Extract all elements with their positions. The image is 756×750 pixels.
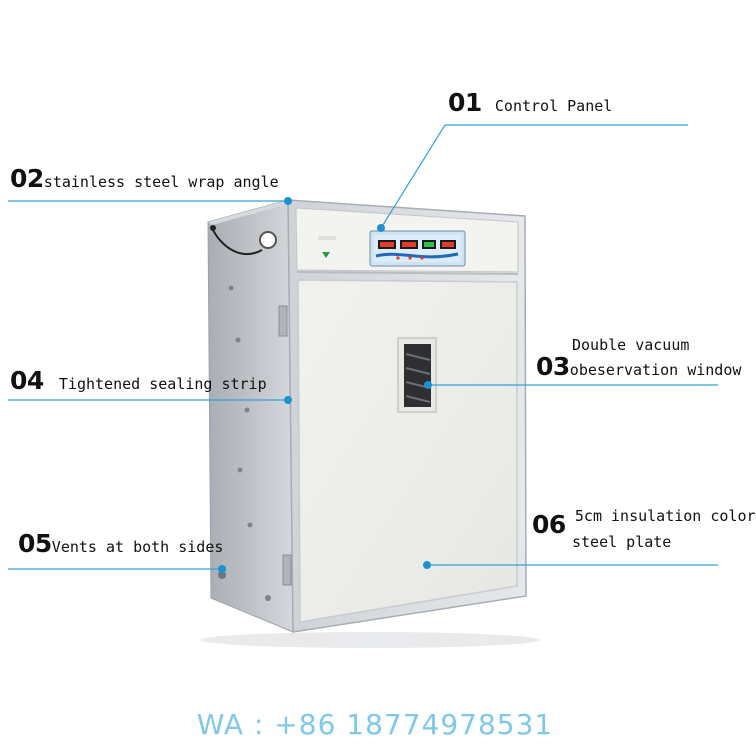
floor-shadow [200,632,540,648]
button-icon [408,256,412,260]
door-hinge [282,554,292,586]
callout-text: stainless steel wrap angle [43,173,279,191]
callout-lines [8,124,718,570]
door-hinge [278,305,288,337]
side-vent-dot [244,407,250,413]
callout-number: 05 [18,529,52,558]
button-icon [396,256,400,260]
side-fan-icon [259,231,277,249]
callout-text: Control Panel [494,97,613,115]
logo-mark [318,236,336,240]
side-vent-dot [265,595,271,601]
side-vent-dot [228,285,234,291]
callout-02: 02stainless steel wrap angle [10,164,279,193]
callout-01: 01 Control Panel [448,88,612,117]
callout-dots [218,197,432,573]
panel-wave-decor [375,252,459,259]
display-digits [442,242,454,247]
display-digits [402,242,416,247]
vent-icon [218,571,226,579]
callout-number: 03 [536,352,570,381]
callout-05: 05Vents at both sides [18,529,223,558]
side-vent-dot [235,337,241,343]
power-cable [211,227,263,256]
display-digits [424,242,434,247]
callout-04: 04 Tightened sealing strip [10,366,267,395]
side-top-edge [208,200,292,225]
callout-text: Tightened sealing strip [58,375,267,393]
callout-number: 04 [10,366,44,395]
button-icon [420,256,424,260]
callout-number: 01 [448,88,482,117]
side-vent-dot [237,467,243,473]
callout-text-line1: 5cm insulation color [574,507,756,525]
observation-window [404,344,431,407]
egg-tray-line [405,353,431,361]
egg-tray-line [405,367,431,375]
frame-divider [296,271,519,275]
callout-number: 02 [10,164,44,193]
callout-text-line1: Double vacuum [572,336,690,354]
egg-tray-line [405,395,431,403]
callout-number: 06 [532,510,566,539]
callout-text: Vents at both sides [51,538,224,556]
cable-plug [210,225,216,231]
display-digits [380,242,394,247]
callout-06: 06 5cm insulation color steel plate [532,507,756,551]
side-vent-dot [247,522,253,528]
logo-icon [322,252,330,258]
contact-watermark: WA : +86 18774978531 [196,708,554,741]
callout-03: Double vacuum 03obeservation window [536,336,741,381]
door [297,279,518,623]
callout-text-line2: obeservation window [569,361,742,379]
callout-text-line2: steel plate [572,533,672,551]
